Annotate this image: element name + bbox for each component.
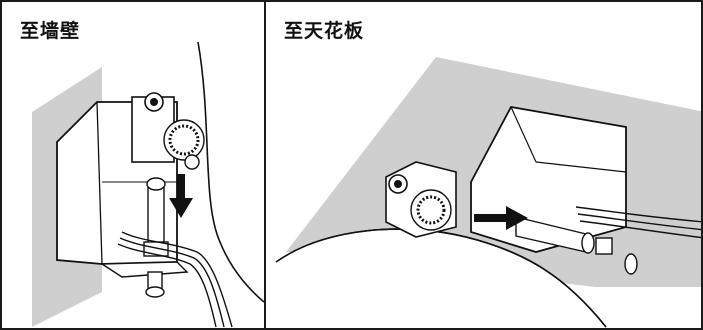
panel-wall-mount: 至墙壁 (0, 0, 266, 330)
panel-title-ceiling: 至天花板 (284, 20, 365, 42)
base-plate (99, 261, 189, 278)
rod (147, 183, 165, 245)
adjustment-dial (410, 189, 452, 231)
arrow-down-icon (169, 174, 193, 218)
panel-ceiling-mount: 至天花板 (264, 0, 703, 330)
wall-mount-illustration (32, 41, 264, 328)
cable-bundle (121, 231, 233, 328)
ceiling-mount-illustration (266, 57, 701, 328)
cable-bundle (575, 206, 701, 223)
arrow-right-icon (474, 206, 528, 230)
shoulder-outline (197, 41, 264, 303)
panel-title-wall: 至墙壁 (20, 20, 81, 42)
